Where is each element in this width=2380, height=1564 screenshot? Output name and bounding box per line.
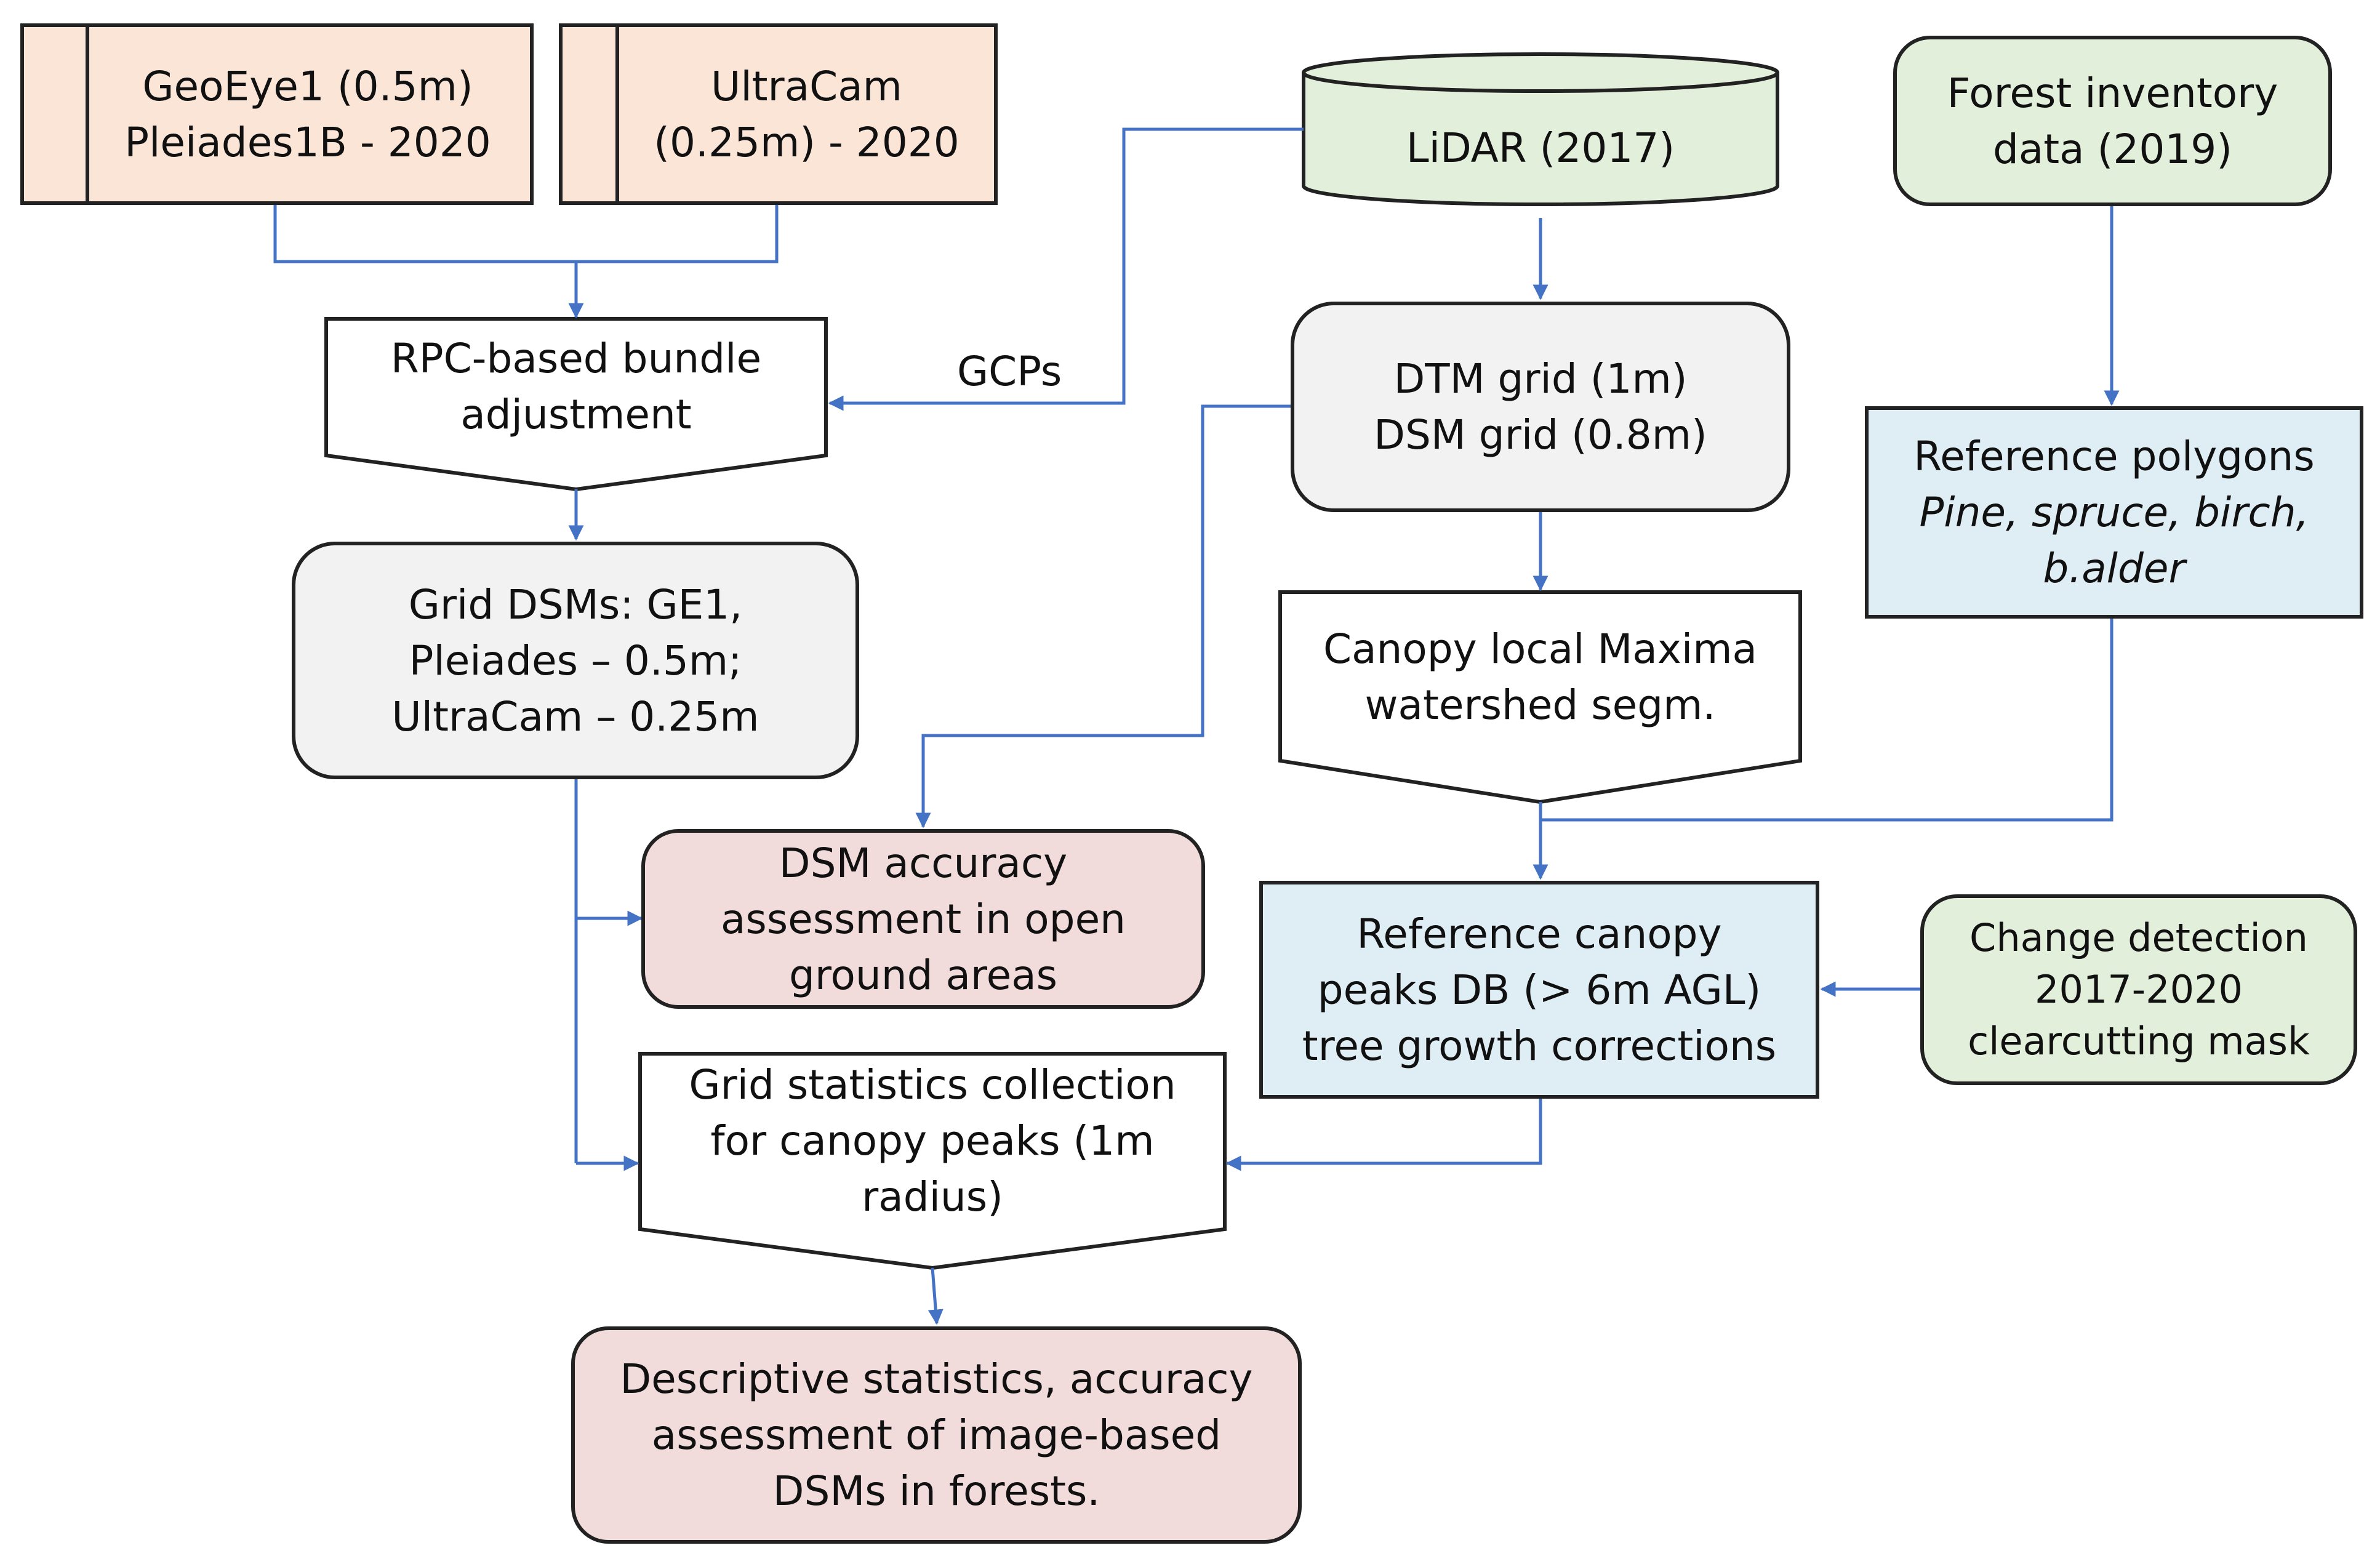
canopy-maxima-node: Canopy local Maxima watershed segm.: [1280, 609, 1800, 745]
canopy-maxima-line-2: watershed segm.: [1364, 681, 1716, 729]
grid-dsms-line-3: UltraCam – 0.25m: [391, 692, 759, 740]
geoeye-line-2: Pleiades1B - 2020: [124, 118, 491, 166]
arrow-lidar-gcps-to-rpc: [828, 127, 1304, 411]
descriptive-line-3: DSMs in forests.: [772, 1467, 1100, 1515]
geoeye-pleiades-node: GeoEye1 (0.5m) Pleiades1B - 2020: [20, 23, 534, 205]
dtm-line-1: DTM grid (1m): [1393, 355, 1688, 403]
rpc-bundle-node: RPC-based bundle adjustment: [326, 325, 826, 448]
grid-dsms-line-2: Pleiades – 0.5m;: [409, 636, 742, 684]
ultracam-line-2: (0.25m) - 2020: [654, 118, 960, 166]
dsm-accuracy-line-3: ground areas: [788, 951, 1058, 999]
canopy-maxima-shape: [1278, 590, 1802, 804]
reference-polygons-species-1: Pine, spruce, birch,: [1919, 489, 2309, 536]
arrow-statistics-to-descriptive: [928, 1267, 944, 1325]
grid-statistics-line-1: Grid statistics collection: [689, 1061, 1176, 1109]
rpc-line-2: adjustment: [460, 391, 692, 438]
grid-statistics-node: Grid statistics collection for canopy pe…: [640, 1057, 1225, 1224]
lidar-node: LiDAR (2017): [1304, 92, 1777, 203]
gcps-label: GCPs: [957, 348, 1062, 395]
ultracam-node: UltraCam (0.25m) - 2020: [559, 23, 998, 205]
change-detection-line-2: 2017-2020: [2035, 967, 2243, 1012]
dsm-accuracy-node: DSM accuracy assessment in open ground a…: [641, 829, 1205, 1009]
descriptive-statistics-node: Descriptive statistics, accuracy assessm…: [571, 1326, 1302, 1544]
reference-polygons-node: Reference polygons Pine, spruce, birch, …: [1865, 406, 2363, 619]
rpc-shape: [324, 317, 828, 492]
reference-peaks-line-3: tree growth corrections: [1302, 1022, 1777, 1070]
grid-dsms-line-1: Grid DSMs: GE1,: [408, 580, 743, 628]
dtm-dsm-grid-node: DTM grid (1m) DSM grid (0.8m): [1291, 302, 1790, 512]
forest-inventory-line-1: Forest inventory: [1947, 69, 2278, 117]
grid-statistics-shape: [638, 1052, 1227, 1270]
dsm-accuracy-line-2: assessment in open: [720, 895, 1126, 943]
forest-inventory-line-2: data (2019): [1992, 125, 2233, 173]
forest-inventory-node: Forest inventory data (2019): [1893, 36, 2332, 206]
dsm-accuracy-line-1: DSM accuracy: [779, 839, 1068, 887]
arrow-peaks-to-statistics: [1225, 1099, 1542, 1171]
reference-polygons-title: Reference polygons: [1913, 433, 2315, 480]
descriptive-line-1: Descriptive statistics, accuracy: [620, 1355, 1253, 1403]
lidar-label: LiDAR (2017): [1406, 124, 1675, 172]
reference-polygons-species-2: b.alder: [2043, 545, 2186, 592]
canopy-maxima-line-1: Canopy local Maxima: [1323, 625, 1757, 673]
reference-peaks-line-2: peaks DB (> 6m AGL): [1317, 966, 1761, 1014]
geoeye-line-1: GeoEye1 (0.5m): [142, 62, 473, 110]
change-detection-line-3: clearcutting mask: [1968, 1019, 2310, 1064]
rpc-line-1: RPC-based bundle: [390, 335, 762, 382]
dtm-line-2: DSM grid (0.8m): [1374, 411, 1707, 459]
change-detection-line-1: Change detection: [1969, 915, 2308, 960]
reference-peaks-node: Reference canopy peaks DB (> 6m AGL) tre…: [1259, 881, 1819, 1099]
grid-statistics-line-3: radius): [862, 1173, 1003, 1221]
grid-dsms-node: Grid DSMs: GE1, Pleiades – 0.5m; UltraCa…: [292, 542, 859, 779]
descriptive-line-2: assessment of image-based: [651, 1411, 1222, 1459]
change-detection-node: Change detection 2017-2020 clearcutting …: [1920, 894, 2357, 1085]
arrow-dtm-to-dsm-accuracy: [915, 404, 1291, 828]
reference-peaks-line-1: Reference canopy: [1356, 910, 1722, 958]
grid-statistics-line-2: for canopy peaks (1m: [710, 1117, 1155, 1165]
lidar-cylinder: [1302, 52, 1779, 206]
ultracam-line-1: UltraCam: [711, 62, 902, 110]
connector-geoeye-ultracam-merge: [273, 205, 779, 263]
connector-polygons-merge: [1541, 619, 2114, 822]
